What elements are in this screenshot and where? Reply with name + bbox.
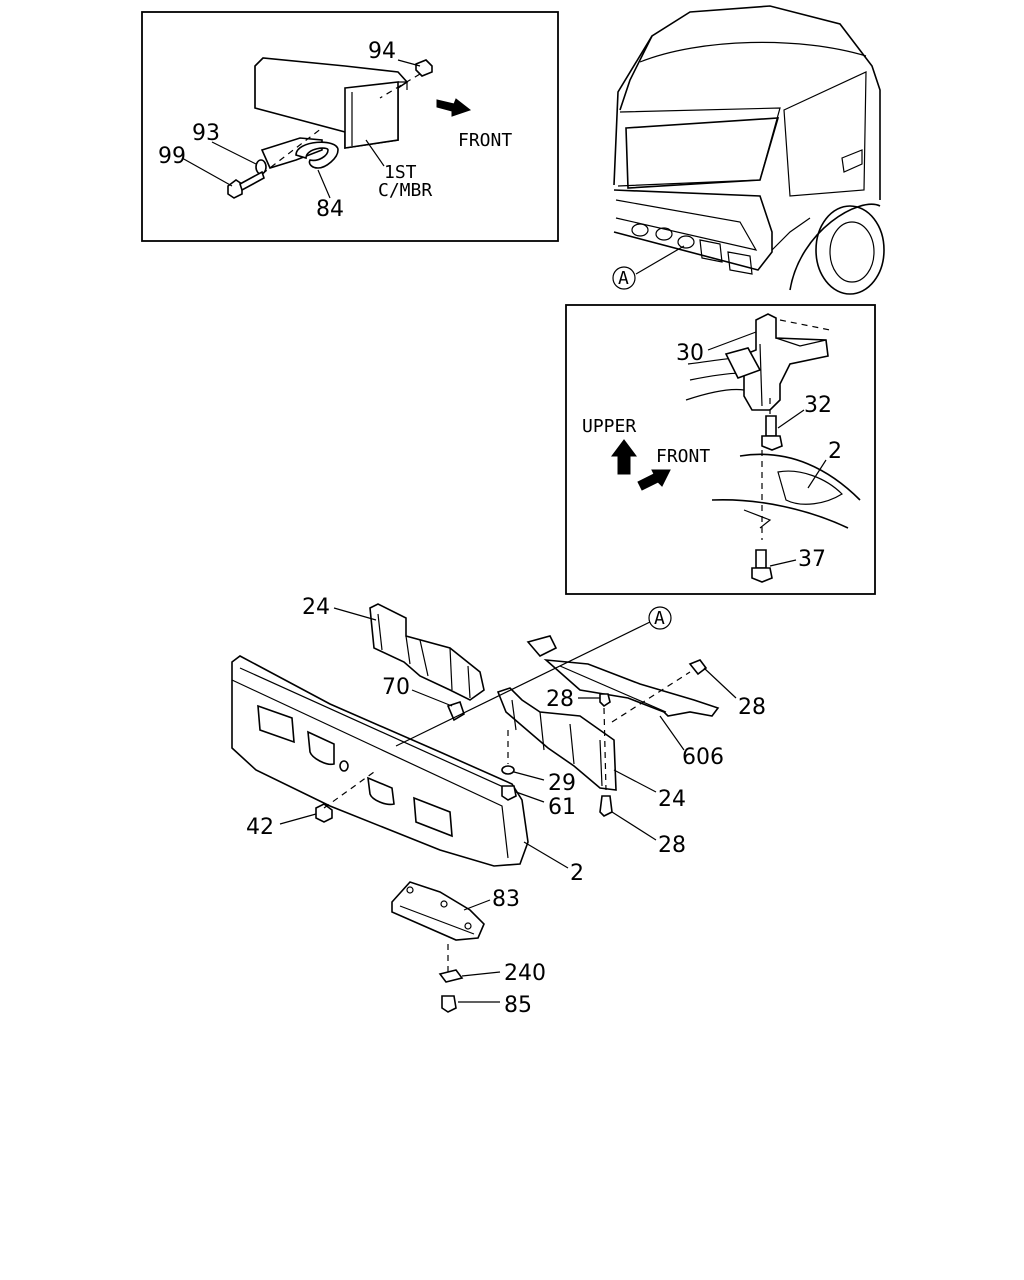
- plate-83-drawing: [391, 881, 485, 941]
- ref-a-main-marker: [648, 606, 672, 630]
- front-label-inset: FRONT: [656, 446, 710, 467]
- truck-cab-view: A: [612, 5, 885, 295]
- callout-99: 99: [158, 144, 186, 169]
- washer-29-drawing: [501, 765, 515, 775]
- callout-32: 32: [804, 393, 832, 418]
- bolt-32-drawing: [761, 398, 783, 451]
- bracket-24-left-drawing: [369, 603, 485, 701]
- bracket-detail-inset-frame: [565, 304, 876, 595]
- bolt-94-drawing: [379, 59, 433, 99]
- callout-93: 93: [192, 121, 220, 146]
- nut-61-drawing: [501, 785, 517, 801]
- callout-28-c: 28: [658, 833, 686, 858]
- callout-29: 29: [548, 771, 576, 796]
- callout-24-top: 24: [302, 595, 330, 620]
- bumper-section-drawing: [711, 450, 861, 540]
- callout-28-b: 28: [738, 695, 766, 720]
- front-arrow-icon: [436, 98, 472, 117]
- first-member-label-line2: C/MBR: [378, 180, 432, 201]
- bracket-detail-inset: 30 32 2 37 UPPER FRONT: [565, 304, 876, 595]
- callout-30: 30: [676, 341, 704, 366]
- bumper-assembly-view: A 24 70 28 28: [231, 595, 766, 1018]
- callout-94: 94: [368, 39, 396, 64]
- callout-42: 42: [246, 815, 274, 840]
- tow-hook-inset: 94 93 99 84 FRONT 1ST C/MBR: [141, 11, 559, 242]
- tow-hook-drawing: [260, 137, 339, 169]
- front-arrow-inset-icon: [637, 469, 671, 491]
- callout-240: 240: [504, 961, 546, 986]
- callout-24-mid: 24: [658, 787, 686, 812]
- bolt-28-right-drawing: [688, 659, 708, 676]
- bumper-2-drawing: [231, 655, 529, 867]
- bolt-42-drawing: [315, 803, 333, 823]
- bracket-24-right-drawing: [496, 687, 617, 791]
- clip-70-drawing: [446, 700, 465, 722]
- callout-85: 85: [504, 993, 532, 1018]
- callout-28-a: 28: [546, 687, 574, 712]
- callout-37: 37: [798, 547, 826, 572]
- callout-61: 61: [548, 795, 576, 820]
- ref-a-truck-marker: [612, 266, 636, 290]
- callout-83: 83: [492, 887, 520, 912]
- bolt-37-drawing: [751, 549, 773, 583]
- upper-label: UPPER: [582, 416, 636, 437]
- tow-hook-inset-frame: [141, 11, 559, 242]
- callout-70: 70: [382, 675, 410, 700]
- washer-240-drawing: [438, 969, 464, 983]
- upper-arrow-icon: [611, 439, 637, 475]
- nut-85-drawing: [441, 995, 457, 1013]
- bolt-28-bottom-drawing: [599, 795, 613, 817]
- first-member-label-line1: 1ST: [384, 162, 417, 183]
- callout-2-main: 2: [570, 861, 584, 886]
- ref-a-main-label: A: [654, 608, 665, 629]
- callout-606: 606: [682, 745, 724, 770]
- bolt-28-top-drawing: [599, 693, 611, 708]
- front-label-top: FRONT: [458, 130, 512, 151]
- callout-2-inset: 2: [828, 439, 842, 464]
- bolt-99-drawing: [227, 127, 323, 199]
- ref-a-truck-label: A: [618, 268, 629, 289]
- callout-84: 84: [316, 197, 344, 222]
- first-cross-member-drawing: [254, 57, 409, 149]
- extension-606-drawing: [526, 635, 720, 717]
